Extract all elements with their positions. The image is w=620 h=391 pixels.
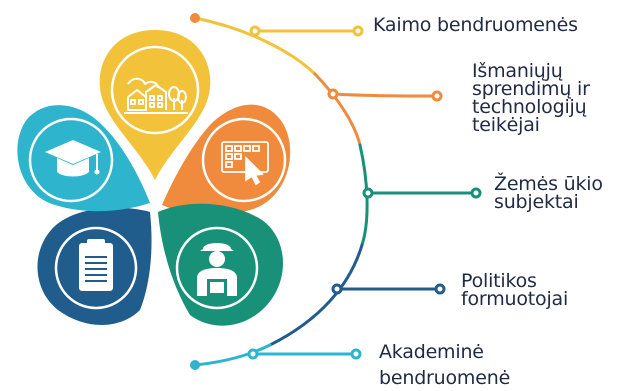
petal-rural (99, 30, 211, 180)
label-policy-line-1: Politikos (461, 270, 537, 292)
arc-start-dot (190, 13, 200, 23)
label-academic-community: Akademinė bendruomenė (379, 339, 510, 391)
smart-device-icon (221, 141, 269, 186)
arc-segment-orange (313, 72, 362, 147)
arc-segment-green (358, 143, 369, 247)
petal-agri (158, 203, 283, 326)
label-smart-line-1: Išmaniųjų (472, 60, 563, 82)
label-smart-line-3: technologijų (472, 96, 587, 118)
label-smart-line-4: teikėjai (472, 114, 540, 136)
label-agri-line-1: Žemės ūkio (494, 173, 603, 195)
connector-smart (327, 88, 443, 102)
arc-segment-cyan (193, 343, 272, 367)
connector-agri (362, 187, 482, 199)
label-academic-line-1: Akademinė (379, 341, 484, 363)
graduation-cap-icon (45, 140, 101, 177)
connector-policy (331, 283, 446, 295)
label-agricultural-entities: Žemės ūkio subjektai (494, 173, 603, 213)
petal-academic (17, 105, 150, 212)
petal-smart (162, 104, 291, 216)
label-smart-line-2: sprendimų ir (472, 78, 590, 100)
petal-policy (37, 207, 152, 325)
clipboard-icon (79, 239, 113, 291)
village-icon (124, 77, 188, 114)
label-agri-line-2: subjektai (494, 191, 579, 213)
connector-rural (249, 25, 364, 37)
label-rural-communities: Kaimo bendruomenės (373, 14, 578, 36)
farmer-icon (197, 243, 237, 296)
connector-academic (247, 348, 362, 360)
arc-end-dot (190, 360, 200, 370)
label-policy-makers: Politikos formuotojai (461, 270, 569, 310)
label-policy-line-2: formuotojai (461, 288, 569, 310)
label-academic-line-2: bendruomenė (379, 367, 511, 389)
arc-segment-navy (268, 243, 364, 347)
stakeholder-arc (193, 16, 369, 367)
arc-segment-yellow (193, 16, 317, 76)
label-smart-solution-providers: Išmaniųjų sprendimų ir technologijų teik… (472, 60, 590, 136)
